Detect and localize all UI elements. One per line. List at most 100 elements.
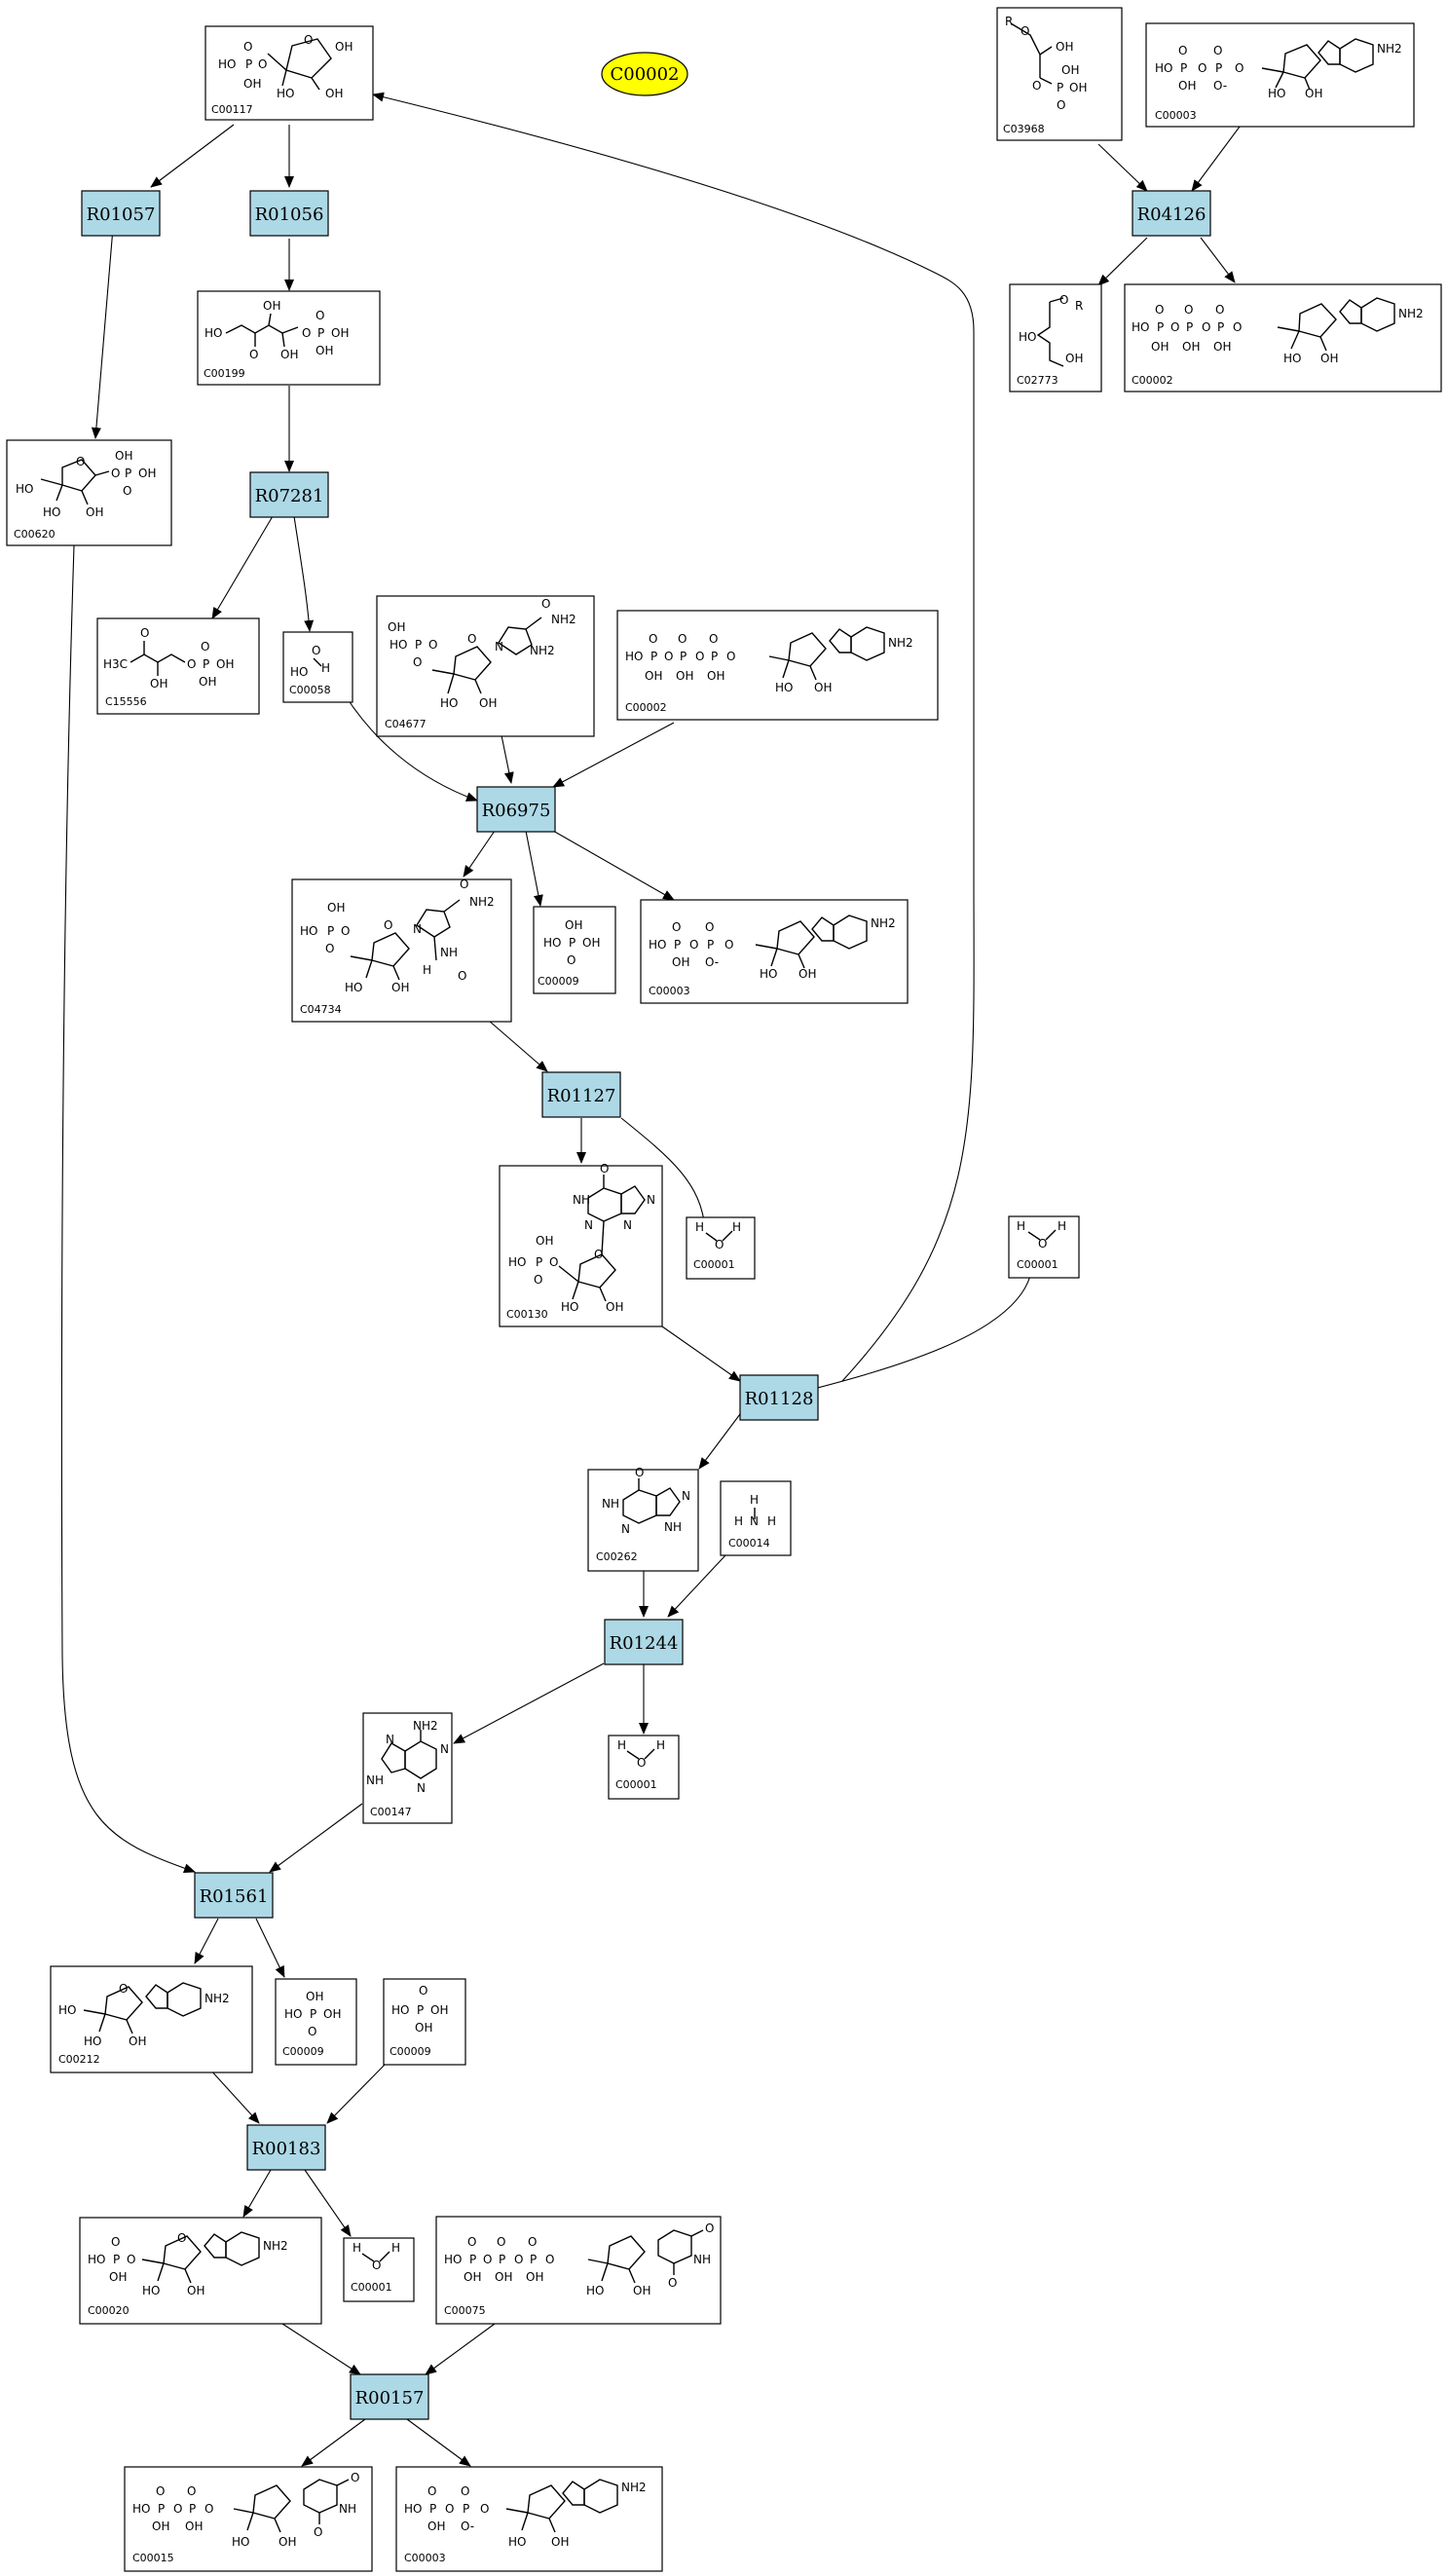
atom-label: R bbox=[1005, 15, 1013, 28]
bond-line bbox=[1275, 71, 1284, 89]
bond-line bbox=[1027, 1231, 1041, 1241]
atom-label: O bbox=[545, 2253, 554, 2266]
atom-label: O bbox=[483, 2253, 492, 2266]
bond-line bbox=[655, 1487, 681, 1516]
reaction-r04126[interactable]: R04126 bbox=[1132, 190, 1211, 237]
compound-c02773[interactable]: O R HO OH C02773 bbox=[1009, 283, 1102, 392]
compound-box bbox=[499, 1165, 663, 1327]
compound-c00262[interactable]: O NH N N NH C00262 bbox=[587, 1466, 699, 1572]
atom-label: OH bbox=[1305, 87, 1322, 100]
reaction-r00157[interactable]: R00157 bbox=[350, 2373, 429, 2420]
reaction-arrow bbox=[301, 2418, 366, 2467]
reaction-arrow bbox=[1097, 143, 1148, 192]
compound-c03968[interactable]: R O OH O OH P O OH C03968 bbox=[996, 7, 1123, 141]
compound-c00003-top[interactable]: HO P O P O O O OH O- HO OH NH2 C00003 bbox=[1145, 22, 1415, 128]
atom-label: O bbox=[1215, 303, 1224, 317]
compound-c00015[interactable]: HO P O P O O O OH OH O NH O HO OH C00015 bbox=[124, 2466, 373, 2572]
atom-label: O bbox=[384, 918, 392, 932]
reaction-r00183[interactable]: R00183 bbox=[246, 2124, 326, 2171]
reaction-r01128[interactable]: R01128 bbox=[739, 1374, 819, 1421]
atom-label: HO bbox=[16, 482, 33, 496]
compound-c00147[interactable]: NH2 N N NH N C00147 bbox=[362, 1712, 453, 1824]
reaction-r07281[interactable]: R07281 bbox=[249, 471, 329, 518]
atom-label: O bbox=[594, 1248, 603, 1261]
compound-c00020[interactable]: HO P O O OH O NH2 HO OH C00020 bbox=[79, 2217, 322, 2325]
atom-label: HO bbox=[404, 2502, 422, 2516]
atom-label: NH bbox=[573, 1193, 590, 1207]
bond-line bbox=[657, 2229, 692, 2264]
reaction-r01244[interactable]: R01244 bbox=[604, 1619, 684, 1665]
atom-label: O bbox=[460, 877, 468, 891]
compound-c00009-b[interactable]: OH HO P OH O C00009 bbox=[275, 1978, 357, 2066]
atom-label: P bbox=[1186, 320, 1193, 334]
compound-label: C00001 bbox=[1017, 1258, 1058, 1271]
reaction-r06975[interactable]: R06975 bbox=[476, 786, 556, 833]
compound-label: C00002 bbox=[625, 701, 667, 714]
compound-box bbox=[616, 610, 939, 721]
bond-line bbox=[628, 2268, 636, 2284]
atom-label: R bbox=[1075, 299, 1083, 313]
reaction-box bbox=[1132, 190, 1211, 237]
compound-c00130[interactable]: O NH N N N OH HO P O O O HO OH C00130 bbox=[499, 1162, 663, 1327]
atom-label: OH bbox=[1151, 340, 1169, 354]
atom-label: O bbox=[715, 1238, 724, 1251]
bond-line bbox=[98, 2013, 106, 2033]
atom-label: P bbox=[711, 650, 718, 663]
reaction-arrow bbox=[194, 1918, 219, 1964]
atom-label: OH bbox=[391, 981, 409, 994]
atom-label: OH bbox=[187, 2284, 204, 2297]
compound-c00009-c[interactable]: O HO P OH OH C00009 bbox=[383, 1978, 466, 2066]
reaction-r01057[interactable]: R01057 bbox=[81, 190, 161, 237]
bond-line bbox=[607, 2235, 646, 2270]
atom-label: O bbox=[351, 2471, 359, 2484]
compound-c00003-mid[interactable]: HO P O P O O O OH O- HO OH NH2 C00003 bbox=[640, 899, 909, 1004]
compound-label: C00212 bbox=[58, 2053, 100, 2066]
compound-c00212[interactable]: HO O NH2 HO OH C00212 bbox=[50, 1965, 253, 2073]
atom-label: OH bbox=[536, 1234, 553, 1248]
compound-box bbox=[376, 595, 595, 737]
compound-c15556[interactable]: H3C O OH O P OH O OH C15556 bbox=[96, 617, 260, 715]
compound-label: C00003 bbox=[404, 2552, 446, 2564]
atom-label: O bbox=[123, 484, 131, 498]
compound-c00117[interactable]: O OH HO OH HO P O O OH C00117 bbox=[204, 25, 374, 121]
compound-c00075[interactable]: HO P O P O P O O O O OH OH OH O NH O HO … bbox=[435, 2216, 722, 2325]
compound-c00058[interactable]: O HO H C00058 bbox=[282, 631, 353, 703]
compound-c00014[interactable]: H H N H C00014 bbox=[720, 1480, 792, 1556]
compound-label: C00130 bbox=[506, 1308, 548, 1321]
compound-label: C00001 bbox=[693, 1258, 735, 1271]
compound-label: C00009 bbox=[390, 2045, 431, 2058]
reaction-arrow bbox=[211, 515, 274, 619]
bond-line bbox=[690, 2229, 704, 2237]
compound-box bbox=[640, 899, 909, 1004]
compound-c00001-d[interactable]: H O H C00001 bbox=[343, 2237, 415, 2302]
compound-c00001-a[interactable]: H O H C00001 bbox=[686, 1216, 756, 1280]
compound-c00199[interactable]: HO O OH OH O P OH O OH C00199 bbox=[197, 290, 381, 386]
atom-label: O bbox=[177, 2231, 186, 2245]
compound-c04734[interactable]: OH HO P O O O N NH2 O NH H O HO OH C0473… bbox=[291, 877, 512, 1023]
reaction-r01127[interactable]: R01127 bbox=[541, 1071, 621, 1118]
compound-c00620[interactable]: O HO HO OH O P OH OH O C00620 bbox=[6, 439, 172, 546]
atom-label: OH bbox=[814, 681, 832, 694]
reaction-arrow bbox=[552, 830, 675, 901]
atom-label: NH bbox=[440, 946, 458, 959]
bond-line bbox=[392, 965, 400, 981]
bond-line bbox=[252, 2484, 291, 2520]
compound-label: C00199 bbox=[204, 367, 245, 380]
atom-label: OH bbox=[479, 696, 497, 710]
atom-label: O bbox=[695, 650, 704, 663]
bond-line bbox=[521, 2512, 529, 2531]
compound-box bbox=[50, 1965, 253, 2073]
compound-c00002-top[interactable]: HO P O P O P O O O O OH OH OH HO OH NH2 … bbox=[1124, 283, 1442, 392]
compound-c00002-mid[interactable]: HO P O P O P O O O O OH OH OH HO OH NH2 … bbox=[616, 610, 939, 721]
compound-c00009-a[interactable]: OH HO P OH O C00009 bbox=[533, 906, 616, 994]
reaction-r01056[interactable]: R01056 bbox=[249, 190, 329, 237]
compound-box bbox=[6, 439, 172, 546]
atom-label: O bbox=[705, 920, 714, 934]
compound-c00003-bot[interactable]: HO P O P O O O OH O- HO OH NH2 C00003 bbox=[395, 2466, 663, 2572]
compound-c04677[interactable]: OH HO P O O O N NH2 NH2 O HO OH C04677 bbox=[376, 595, 595, 737]
bond-line bbox=[1298, 303, 1337, 338]
reaction-r01561[interactable]: R01561 bbox=[194, 1872, 274, 1919]
compound-box bbox=[383, 1978, 466, 2066]
compound-c00001-b[interactable]: H O H C00001 bbox=[1008, 1215, 1080, 1279]
compound-c00001-c[interactable]: H O H C00001 bbox=[608, 1735, 680, 1800]
